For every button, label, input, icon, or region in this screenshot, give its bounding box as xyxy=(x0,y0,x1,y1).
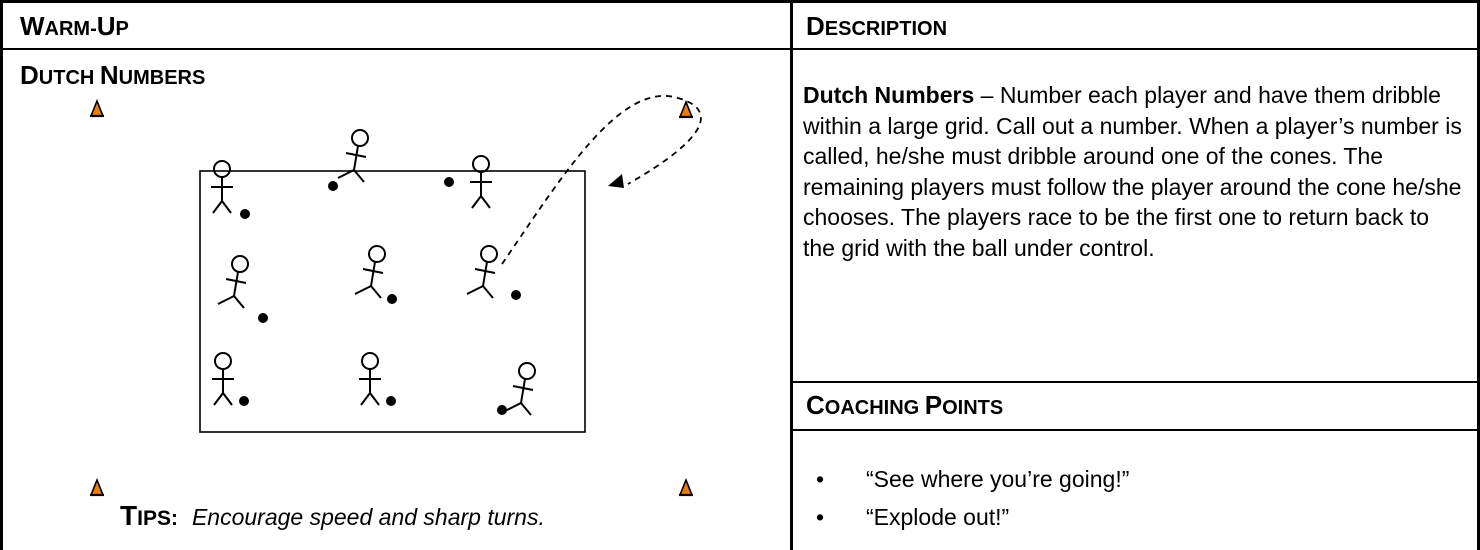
coaching-points-list: • “See where you’re going!” • “Explode o… xyxy=(816,460,1129,536)
drill-name: Dutch Numbers xyxy=(803,82,975,108)
player-figure xyxy=(337,129,369,183)
player-figure xyxy=(354,245,386,299)
table-border-top xyxy=(0,0,1480,3)
tips-text: Encourage speed and sharp turns. xyxy=(191,504,545,530)
arrow-head-icon xyxy=(608,174,624,188)
coaching-header-divider xyxy=(790,429,1480,431)
player-figure xyxy=(469,155,493,209)
cone-icon xyxy=(88,99,106,118)
tips-label: TIPS: xyxy=(120,500,178,531)
ball-icon xyxy=(328,181,338,191)
warm-up-heading: WARM-UP xyxy=(20,11,129,41)
ball-icon xyxy=(258,313,268,323)
ball-icon xyxy=(240,209,250,219)
player-figure xyxy=(211,352,235,406)
ball-icon xyxy=(387,294,397,304)
drill-title: DUTCH NUMBERS xyxy=(20,60,206,90)
table-column-divider xyxy=(790,0,793,550)
drill-diagram xyxy=(88,95,702,497)
tips-line: TIPS: Encourage speed and sharp turns. xyxy=(120,500,545,532)
player-figure xyxy=(210,160,234,214)
description-heading: DESCRIPTION xyxy=(806,11,948,41)
player-figure xyxy=(466,245,498,299)
run-path xyxy=(501,95,702,265)
drill-description: Dutch Numbers – Number each player and h… xyxy=(803,80,1463,263)
player-figure xyxy=(358,352,382,406)
player-figure xyxy=(217,255,249,309)
ball-icon xyxy=(511,290,521,300)
description-text: – Number each player and have them dribb… xyxy=(803,82,1462,261)
ball-icon xyxy=(386,396,396,406)
cone-icon xyxy=(88,478,106,497)
grid-area xyxy=(199,170,586,433)
header-row-divider xyxy=(0,48,1480,50)
table-border-left xyxy=(0,0,3,550)
bullet-icon: • xyxy=(816,466,825,492)
coaching-point: • “See where you’re going!” xyxy=(816,460,1129,498)
ball-icon xyxy=(444,177,454,187)
coaching-points-heading: COACHING POINTS xyxy=(806,390,1004,420)
ball-icon xyxy=(497,405,507,415)
coaching-point: • “Explode out!” xyxy=(816,498,1129,536)
ball-icon xyxy=(239,396,249,406)
description-row-divider xyxy=(790,381,1480,383)
cone-icon xyxy=(677,478,695,497)
player-figure xyxy=(504,362,536,416)
bullet-icon: • xyxy=(816,504,825,530)
table-border-right xyxy=(1477,0,1480,550)
